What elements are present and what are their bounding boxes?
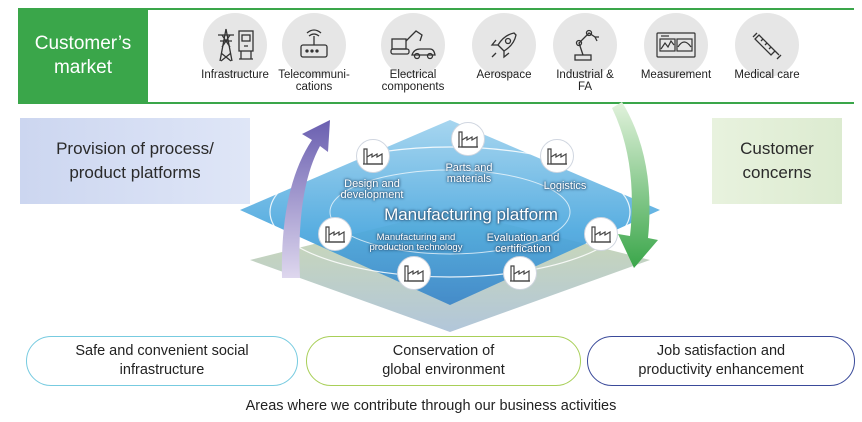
robot-arm-icon	[553, 13, 617, 77]
market-item-electrical-components: Electrical components	[374, 13, 452, 93]
customer-market-label: Customer’s market	[18, 8, 148, 104]
market-item-medical-care: Medical care	[728, 13, 806, 81]
customer-market-label-line1: Customer’s	[34, 33, 132, 54]
area-text: Safe and convenient social infrastructur…	[75, 343, 249, 378]
syringe-icon	[735, 13, 799, 77]
area-global-environment: Conservation of global environment	[306, 336, 581, 386]
factory-icon	[503, 256, 537, 290]
rocket-icon	[472, 13, 536, 77]
area-job-satisfaction: Job satisfaction and productivity enhanc…	[587, 336, 855, 386]
market-item-label: Infrastructure	[201, 69, 269, 81]
market-item-label: Aerospace	[476, 69, 532, 81]
node-manufacturing-production-technology: Manufacturing and production technology	[369, 232, 463, 253]
platform-ring-inner	[329, 169, 571, 255]
market-item-infrastructure: Infrastructure	[196, 13, 274, 81]
router-icon	[282, 13, 346, 77]
market-item-measurement: Measurement	[637, 13, 715, 81]
meter-icon	[644, 13, 708, 77]
area-text: Job satisfaction and productivity enhanc…	[638, 343, 804, 378]
concerns-arrow	[612, 102, 658, 268]
market-item-industrial-fa: Industrial & FA	[546, 13, 624, 93]
factory-icon	[451, 122, 485, 156]
market-item-label: Industrial & FA	[556, 69, 614, 93]
market-item-label: Electrical components	[381, 69, 445, 93]
provision-box: Provision of process/ product platforms	[20, 118, 250, 204]
provision-text: Provision of process/ product platforms	[56, 139, 214, 182]
node-evaluation-certification: Evaluation and certification	[486, 232, 560, 255]
caption: Areas where we contribute through our bu…	[245, 398, 617, 414]
platform-title: Manufacturing platform	[384, 205, 558, 224]
factory-icon	[356, 139, 390, 173]
node-design-development: Design and development	[340, 178, 404, 201]
market-item-telecommunications: Telecommuni- cations	[275, 13, 353, 93]
node-logistics: Logistics	[543, 180, 587, 192]
market-item-label: Medical care	[734, 69, 800, 81]
concerns-box: Customer concerns	[712, 118, 842, 204]
market-item-label: Telecommuni- cations	[278, 69, 350, 93]
factory-icon	[397, 256, 431, 290]
node-parts-materials: Parts and materials	[445, 162, 493, 185]
platform-ring-outer	[269, 146, 631, 278]
customer-market-label-line2: market	[53, 57, 113, 78]
market-item-aerospace: Aerospace	[465, 13, 543, 81]
concerns-text: Customer concerns	[740, 139, 814, 182]
market-item-label: Measurement	[640, 69, 712, 81]
excavator-car-icon	[381, 13, 445, 77]
provision-arrow	[281, 120, 330, 278]
factory-icon	[540, 139, 574, 173]
area-text: Conservation of global environment	[382, 343, 505, 378]
area-safe-infrastructure: Safe and convenient social infrastructur…	[26, 336, 298, 386]
power-tower-icon	[203, 13, 267, 77]
factory-icon	[318, 217, 352, 251]
factory-icon	[584, 217, 618, 251]
